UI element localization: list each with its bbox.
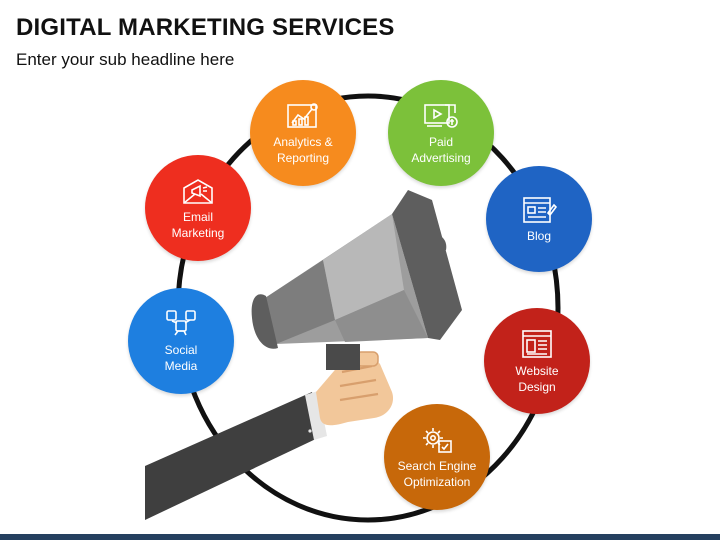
hand <box>316 355 394 426</box>
service-node-website-design[interactable]: Website Design <box>484 308 590 414</box>
service-node-seo[interactable]: Search Engine Optimization <box>384 404 490 510</box>
service-node-social-media[interactable]: Social Media <box>128 288 234 394</box>
web-layout-icon <box>522 329 552 358</box>
social-media-icon <box>166 309 196 335</box>
footer-bar <box>0 534 720 540</box>
service-label: Blog <box>526 228 552 243</box>
megaphone-grip <box>326 344 360 370</box>
analytics-chart-icon <box>287 102 318 128</box>
email-megaphone-icon <box>183 178 213 204</box>
sleeve <box>145 392 320 520</box>
service-label: Website Design <box>515 363 559 394</box>
blog-icon <box>523 196 557 223</box>
megaphone-illustration <box>251 190 462 370</box>
service-label: Analytics & Reporting <box>273 134 333 165</box>
service-node-paid-advertising[interactable]: Paid Advertising <box>388 80 494 186</box>
service-node-blog[interactable]: Blog <box>486 166 592 272</box>
page-subtitle: Enter your sub headline here <box>16 50 235 69</box>
service-node-analytics-reporting[interactable]: Analytics & Reporting <box>250 80 356 186</box>
service-label: Email Marketing <box>171 209 225 240</box>
hand-illustration <box>145 351 394 520</box>
service-label: Search Engine Optimization <box>397 458 477 489</box>
seo-gear-icon <box>423 427 452 453</box>
service-label: Paid Advertising <box>411 134 471 165</box>
megaphone-cap <box>251 294 278 349</box>
service-node-email-marketing[interactable]: Email Marketing <box>145 155 251 261</box>
page-title: DIGITAL MARKETING SERVICES <box>16 14 395 41</box>
service-label: Social Media <box>164 342 198 373</box>
video-ad-icon <box>424 103 458 128</box>
